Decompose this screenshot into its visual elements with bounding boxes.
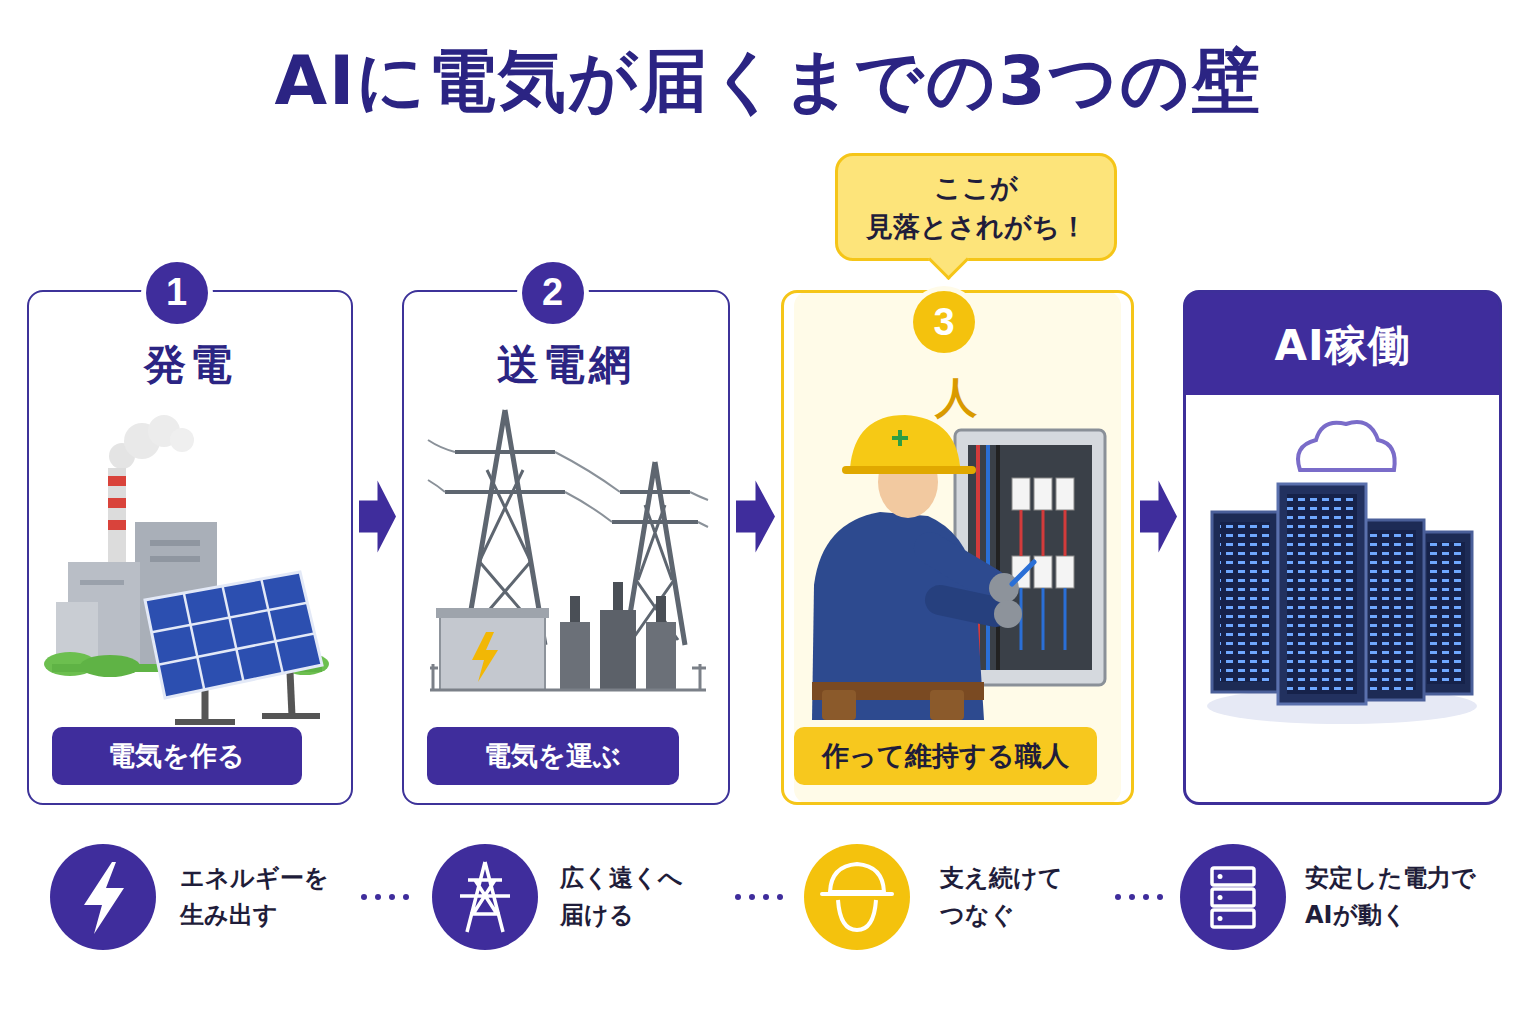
- step-number: 3: [913, 291, 975, 353]
- caption-pill: 作って維持する職人: [794, 727, 1097, 785]
- diagram-title: AIに電気が届くまでの3つの壁: [0, 36, 1536, 127]
- dotted-separators: [361, 894, 1163, 900]
- step-description: 支え続けて つなぐ: [940, 860, 1080, 934]
- callout-bubble: ここが 見落とされがち！: [835, 153, 1117, 261]
- flow-arrow: [359, 481, 396, 553]
- caption-text: 作って維持する職人: [822, 738, 1069, 774]
- stage-heading: AI稼働: [1186, 321, 1499, 371]
- stage-heading: 発電: [29, 340, 351, 390]
- transmission-towers: [428, 410, 708, 645]
- substation: [430, 582, 706, 690]
- callout-text: ここが 見落とされがち！: [858, 168, 1094, 246]
- electrician: [812, 415, 1105, 720]
- step-description: エネルギーを 生み出す: [180, 860, 338, 934]
- step-number-text: 1: [166, 271, 187, 314]
- result-card: AI稼働: [1183, 290, 1502, 805]
- step-number: 2: [522, 262, 584, 324]
- stage-heading: 人: [784, 373, 1131, 423]
- step-number-text: 2: [542, 271, 563, 314]
- power-plant: [44, 415, 329, 722]
- stage-card: 送電網2電気を運ぶ: [402, 290, 730, 805]
- caption-pill: 電気を運ぶ: [427, 727, 679, 785]
- caption-text: 電気を運ぶ: [484, 738, 621, 774]
- caption-text: 電気を作る: [108, 738, 245, 774]
- flow-arrow: [736, 481, 775, 553]
- card-ground: [794, 291, 1121, 804]
- stage-heading: 送電網: [404, 340, 728, 390]
- stage-card: 人 3 作って維持する職人: [781, 290, 1134, 805]
- step-description: 安定した電力で AIが動く: [1305, 860, 1491, 934]
- caption-pill: 電気を作る: [52, 727, 302, 785]
- flow-arrow: [1140, 481, 1177, 553]
- stage-card: 発電1電気を作る: [27, 290, 353, 805]
- step-description: 広く遠くへ 届ける: [560, 860, 700, 934]
- bottom-icons: [50, 844, 1286, 950]
- step-number-text: 3: [933, 301, 954, 344]
- step-number: 1: [146, 262, 208, 324]
